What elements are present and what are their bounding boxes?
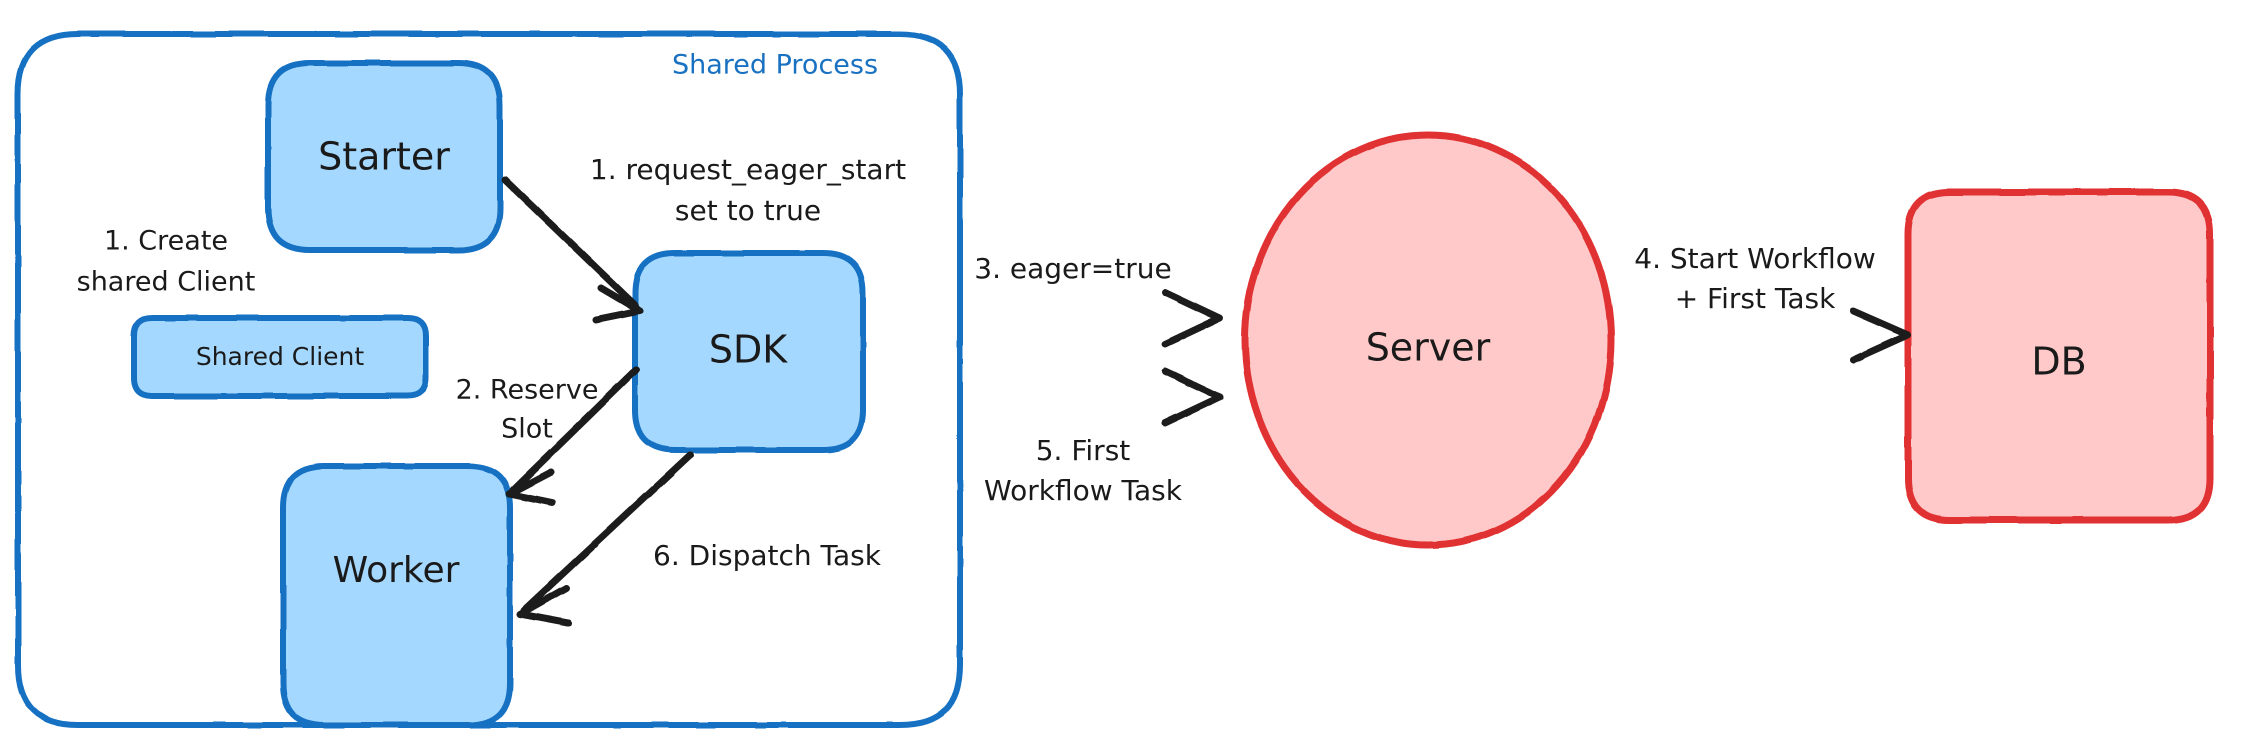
label-start-workflow: 4. Start Workflow + First Task — [1634, 242, 1876, 315]
node-server[interactable]: Server — [1241, 131, 1615, 549]
arrow-head — [1161, 367, 1224, 427]
label-create-shared-client: 1. Create shared Client — [77, 226, 256, 298]
server-shape — [1241, 131, 1615, 549]
arrow-shaft — [509, 366, 640, 494]
arrow-server-to-db — [1614, 307, 1912, 364]
label-reserve-slot: 2. Reserve Slot — [456, 375, 599, 445]
node-db[interactable]: DB — [1904, 188, 2214, 524]
arrow-head — [505, 468, 556, 507]
label-line-1: 6. Dispatch Task — [653, 539, 882, 572]
label-line-1: 2. Reserve — [456, 375, 599, 406]
node-sdk[interactable]: SDK — [632, 250, 866, 453]
label-line-1: 1. Create — [104, 226, 228, 257]
shared-process-label: Shared Process — [672, 50, 878, 81]
arrow-head — [1849, 307, 1912, 364]
label-request-eager-start: 1. request_eager_start set to true — [590, 153, 906, 227]
label-line-2: + First Task — [1675, 282, 1836, 315]
label-first-workflow-task: 5. First Workflow Task — [984, 434, 1183, 507]
label-line-2: shared Client — [77, 267, 256, 298]
shared-process-group: Shared Process — [15, 31, 963, 728]
shared-client-label: Shared Client — [196, 342, 365, 371]
node-worker[interactable]: Worker — [280, 463, 513, 728]
starter-shape — [265, 60, 503, 253]
arrow-head — [1161, 288, 1224, 348]
sdk-shape — [632, 250, 866, 453]
arrow-sdk-to-server-eager — [862, 288, 1224, 348]
label-line-2: Workflow Task — [984, 474, 1183, 507]
worker-label: Worker — [333, 550, 460, 591]
arrow-sdk-to-server-first-task — [862, 367, 1224, 427]
server-label: Server — [1366, 326, 1491, 370]
label-line-2: set to true — [675, 194, 821, 227]
shared-process-border — [15, 31, 963, 728]
db-shape — [1904, 188, 2214, 524]
label-line-1: 5. First — [1036, 434, 1131, 467]
sdk-label: SDK — [709, 328, 788, 372]
label-line-1: 3. eager=true — [974, 252, 1171, 285]
label-line-2: Slot — [501, 414, 553, 445]
node-starter[interactable]: Starter — [265, 60, 503, 253]
db-label: DB — [2031, 340, 2086, 384]
arrow-shaft — [520, 451, 694, 614]
label-line-1: 4. Start Workflow — [1634, 242, 1876, 275]
node-shared-client[interactable]: Shared Client — [131, 315, 429, 399]
shared-client-shape — [131, 315, 429, 399]
arrow-head — [592, 284, 644, 324]
starter-label: Starter — [318, 135, 450, 179]
arrow-sdk-to-worker-dispatch — [516, 451, 694, 627]
arrow-starter-to-sdk — [501, 176, 644, 324]
label-dispatch-task: 6. Dispatch Task — [653, 539, 882, 572]
arrow-shaft — [501, 176, 640, 310]
arrow-sdk-to-worker-reserve — [505, 366, 640, 507]
label-eager-true: 3. eager=true — [974, 252, 1171, 285]
worker-shape — [280, 463, 513, 728]
arrow-head — [516, 584, 572, 627]
label-line-1: 1. request_eager_start — [590, 153, 906, 186]
